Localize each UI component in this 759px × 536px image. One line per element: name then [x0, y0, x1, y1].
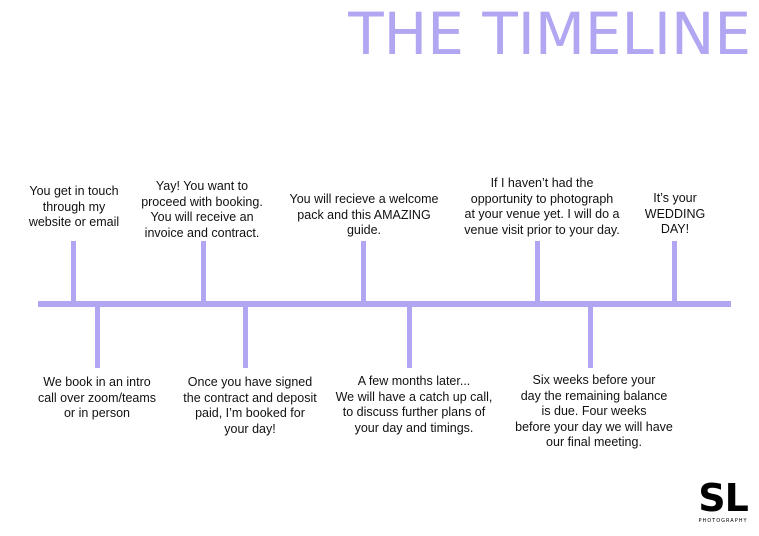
- step-catch-up-call: A few months later... We will have a cat…: [335, 374, 493, 435]
- step-welcome-pack: You will recieve a welcome pack and this…: [289, 192, 439, 237]
- timeline-axis: [38, 301, 731, 307]
- step-wedding-day: It’s your WEDDING DAY!: [644, 191, 706, 236]
- timeline-tick-5: [361, 241, 366, 302]
- step-final-meeting: Six weeks before your day the remaining …: [515, 373, 673, 449]
- timeline-tick-7: [535, 241, 540, 302]
- step-venue-visit: If I haven’t had the opportunity to phot…: [464, 176, 620, 237]
- timeline-tick-3: [201, 241, 206, 302]
- page-title: THE TIMELINE: [348, 0, 751, 68]
- step-intro-call: We book in an intro call over zoom/teams…: [37, 375, 157, 420]
- timeline-tick-2: [95, 306, 100, 368]
- step-get-in-touch: You get in touch through my website or e…: [28, 184, 120, 229]
- logo-mark: SL: [698, 476, 749, 520]
- step-contract-signed: Once you have signed the contract and de…: [183, 375, 317, 436]
- timeline-tick-4: [243, 306, 248, 368]
- step-booking: Yay! You want to proceed with booking. Y…: [141, 179, 263, 240]
- logo-subtitle: PHOTOGRAPHY: [698, 518, 748, 524]
- timeline-tick-9: [672, 241, 677, 302]
- timeline-tick-6: [407, 306, 412, 368]
- brand-logo: SL PHOTOGRAPHY: [692, 478, 754, 524]
- timeline-tick-1: [71, 241, 76, 302]
- timeline-tick-8: [588, 306, 593, 368]
